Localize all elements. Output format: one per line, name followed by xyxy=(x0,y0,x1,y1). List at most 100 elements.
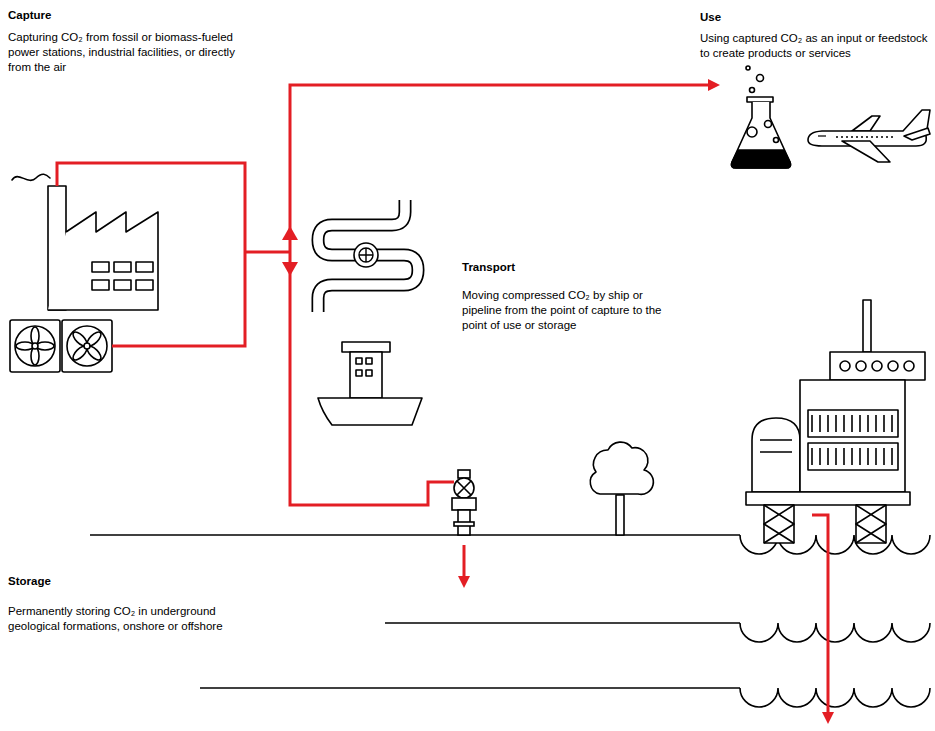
co2-flow-lines xyxy=(463,545,466,582)
aircraft-icon xyxy=(818,135,826,136)
junction-arrows xyxy=(289,236,292,266)
wellhead-icon xyxy=(458,470,470,478)
co2-flow-lines xyxy=(290,85,714,232)
flask-icon xyxy=(746,66,750,70)
factory-icon xyxy=(136,280,153,290)
flask-icon xyxy=(774,138,779,143)
offshore-platform xyxy=(764,505,794,543)
flask-icon xyxy=(750,88,755,93)
stage-description: Permanently storing CO₂ in underground g… xyxy=(8,604,253,634)
factory-icon xyxy=(92,262,109,272)
sea-waves xyxy=(740,688,930,707)
air-capture-fans xyxy=(85,330,103,348)
ship-icon xyxy=(318,398,422,425)
offshore-platform xyxy=(812,415,892,432)
offshore-platform xyxy=(856,505,886,543)
ground-layers xyxy=(200,687,740,689)
offshore-platform xyxy=(764,505,794,543)
aircraft-icon xyxy=(808,110,930,162)
ground-layers xyxy=(385,622,740,624)
pipeline-icon xyxy=(318,200,418,312)
air-capture-fans xyxy=(32,343,38,349)
factory-icon xyxy=(136,262,153,272)
pipeline-icon xyxy=(318,199,418,313)
air-capture-fans xyxy=(84,343,90,349)
air-capture-fans xyxy=(10,320,112,372)
aircraft-icon xyxy=(836,136,896,138)
offshore-platform xyxy=(904,361,914,371)
offshore-platform xyxy=(808,410,898,437)
ship-icon xyxy=(366,370,372,376)
air-capture-fans xyxy=(85,344,103,362)
flask-icon xyxy=(747,127,757,137)
flask-icon xyxy=(732,66,791,168)
flask-icon xyxy=(732,150,791,168)
aircraft-icon xyxy=(842,141,890,162)
stage-description: Moving compressed CO₂ by ship or pipelin… xyxy=(462,288,684,333)
flask-icon xyxy=(732,102,791,168)
air-capture-fans xyxy=(67,326,107,366)
co2-flow-lines xyxy=(290,270,454,505)
factory-icon xyxy=(92,280,109,290)
offshore-platform xyxy=(752,418,800,492)
stage-heading: Transport xyxy=(462,260,682,275)
ship-icon xyxy=(342,342,390,352)
wellhead-icon xyxy=(452,498,476,510)
tree-icon xyxy=(616,495,624,535)
flask-icon xyxy=(757,75,764,82)
stage-description: Using captured CO₂ as an input or feedst… xyxy=(700,31,928,61)
stage-heading: Capture xyxy=(8,8,258,23)
stage-heading: Use xyxy=(700,10,928,25)
factory-icon xyxy=(12,174,158,310)
air-capture-fans xyxy=(15,326,55,366)
aircraft-icon xyxy=(852,116,880,131)
ship-icon xyxy=(366,358,372,364)
factory-icon xyxy=(12,174,50,180)
wellhead-icon xyxy=(452,470,476,535)
offshore-platform xyxy=(863,300,871,352)
offshore-platform xyxy=(840,361,850,371)
offshore-platform xyxy=(830,352,925,380)
ship-icon xyxy=(350,352,382,398)
wellhead-icon xyxy=(454,478,474,498)
wellhead-icon xyxy=(454,522,474,526)
flask-icon xyxy=(747,97,773,102)
factory-icon xyxy=(114,262,131,272)
ship-icon xyxy=(356,370,362,376)
tree-icon xyxy=(590,442,653,535)
junction-arrows xyxy=(282,226,298,240)
ground-layers xyxy=(90,534,740,536)
air-capture-fans xyxy=(10,320,60,372)
offshore-platform xyxy=(800,380,905,492)
pipeline-icon xyxy=(359,248,373,262)
aircraft-icon xyxy=(904,128,930,140)
offshore-platform xyxy=(872,361,882,371)
offshore-platform xyxy=(888,361,898,371)
stage-description: Capturing CO₂ from fossil or biomass-fue… xyxy=(8,30,258,75)
wellhead-icon xyxy=(457,481,471,495)
pipeline-icon xyxy=(318,199,418,313)
co2-flow-lines xyxy=(57,163,245,346)
stage-heading: Storage xyxy=(8,574,258,589)
offshore-platform xyxy=(856,505,886,543)
pipeline-icon xyxy=(359,248,373,262)
offshore-platform xyxy=(746,492,910,505)
sea-waves xyxy=(740,623,930,642)
co2-flow-lines xyxy=(812,515,828,718)
junction-arrows xyxy=(282,226,298,276)
sea-waves xyxy=(740,535,930,707)
air-capture-fans xyxy=(71,344,89,362)
offshore-platform xyxy=(856,361,866,371)
pipeline-icon xyxy=(354,243,378,267)
factory-icon xyxy=(48,212,158,310)
air-capture-fans xyxy=(71,330,89,348)
offshore-platform xyxy=(760,440,792,452)
tree-icon xyxy=(590,442,653,494)
junction-arrows xyxy=(282,262,298,276)
factory-icon xyxy=(114,280,131,290)
air-capture-fans xyxy=(62,320,112,372)
offshore-platform xyxy=(812,448,892,465)
offshore-platform xyxy=(746,300,925,543)
ship-icon xyxy=(318,342,422,425)
co2-flow-lines xyxy=(245,251,290,254)
